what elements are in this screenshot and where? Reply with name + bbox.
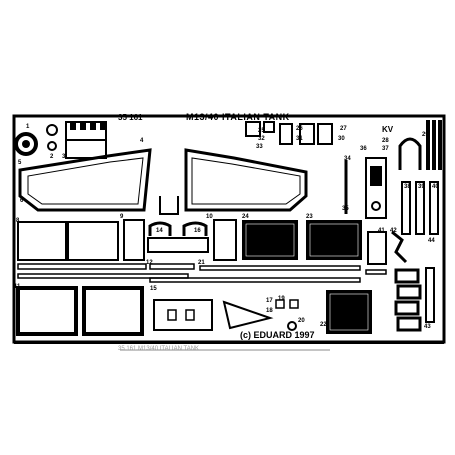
part-number: 2 [50, 154, 54, 160]
part-42-piece [367, 230, 408, 265]
part-number: 1 [26, 124, 30, 130]
part-15-fender-right [184, 148, 308, 212]
part-23-grille [306, 220, 362, 260]
part-number: 26 [296, 126, 303, 132]
part-number: 32 [258, 136, 265, 142]
part-number: 12 [146, 260, 153, 266]
part-number: 37 [382, 146, 389, 152]
part-1-hatch [14, 132, 38, 156]
part-number: 35 [342, 206, 349, 212]
part-34-assembly [344, 157, 387, 219]
part-number: 44 [428, 238, 435, 244]
part-number: 33 [256, 144, 263, 150]
part-11-frames [16, 286, 144, 336]
part-number: 5 [18, 160, 22, 166]
part-number: 16 [194, 228, 201, 234]
part-number: 23 [306, 214, 313, 220]
part-24-grille [242, 220, 298, 260]
part-number: 28 [382, 138, 389, 144]
part-number: 11 [14, 284, 21, 290]
part-2-ring [46, 124, 58, 151]
part-number: 4 [140, 138, 144, 144]
part-19-20-small [275, 299, 299, 331]
part-number: 42 [390, 228, 397, 234]
part-number: 24 [242, 214, 249, 220]
part-number: 6 [20, 198, 24, 204]
part-number: 8 [16, 218, 20, 224]
part-number: 21 [198, 260, 205, 266]
part-number: 30 [338, 136, 345, 142]
part-43-chain [394, 267, 435, 332]
part-9-panels [17, 221, 119, 261]
part-number: 20 [298, 318, 305, 324]
part-number: 40 [432, 184, 439, 190]
part-number: 34 [344, 156, 351, 162]
part-number: 9 [120, 214, 124, 220]
copyright-text: (c) EDUARD 1997 [240, 330, 315, 340]
part-number: 14 [156, 228, 163, 234]
part-8-fender-left [18, 148, 152, 212]
part-number: 3 [62, 154, 66, 160]
catalog-number: 35 161 [118, 113, 143, 122]
part-number: 38 [404, 184, 411, 190]
part-number: 29 [422, 132, 429, 138]
part-25-group [245, 121, 333, 145]
part-handle-right [398, 137, 422, 170]
part-number: 36 [360, 146, 367, 152]
bottom-strip-text: 35 161 M13/40 ITALIAN TANK [118, 346, 200, 352]
part-number: 19 [278, 296, 285, 302]
kv-mark: KV [382, 125, 394, 134]
part-vertical-strips [401, 120, 442, 235]
part-number: 22 [320, 322, 327, 328]
part-number: 25 [258, 128, 265, 134]
part-16-plate [153, 299, 213, 331]
part-18-wedge [222, 300, 274, 330]
part-number: 17 [266, 298, 273, 304]
part-number: 18 [266, 308, 273, 314]
part-center-bracket [159, 196, 179, 215]
part-rails [17, 263, 387, 283]
part-number: 43 [424, 324, 431, 330]
part-grille-top [65, 121, 107, 159]
sheet-title: M13/40 ITALIAN TANK [186, 112, 290, 122]
part-number: 27 [340, 126, 347, 132]
part-number: 31 [296, 136, 303, 142]
part-number: 41 [378, 228, 385, 234]
part-number: 39 [418, 184, 425, 190]
part-number: 15 [150, 286, 157, 292]
part-number: 10 [206, 214, 213, 220]
part-10-block [123, 219, 237, 261]
part-22-grille [326, 290, 372, 334]
